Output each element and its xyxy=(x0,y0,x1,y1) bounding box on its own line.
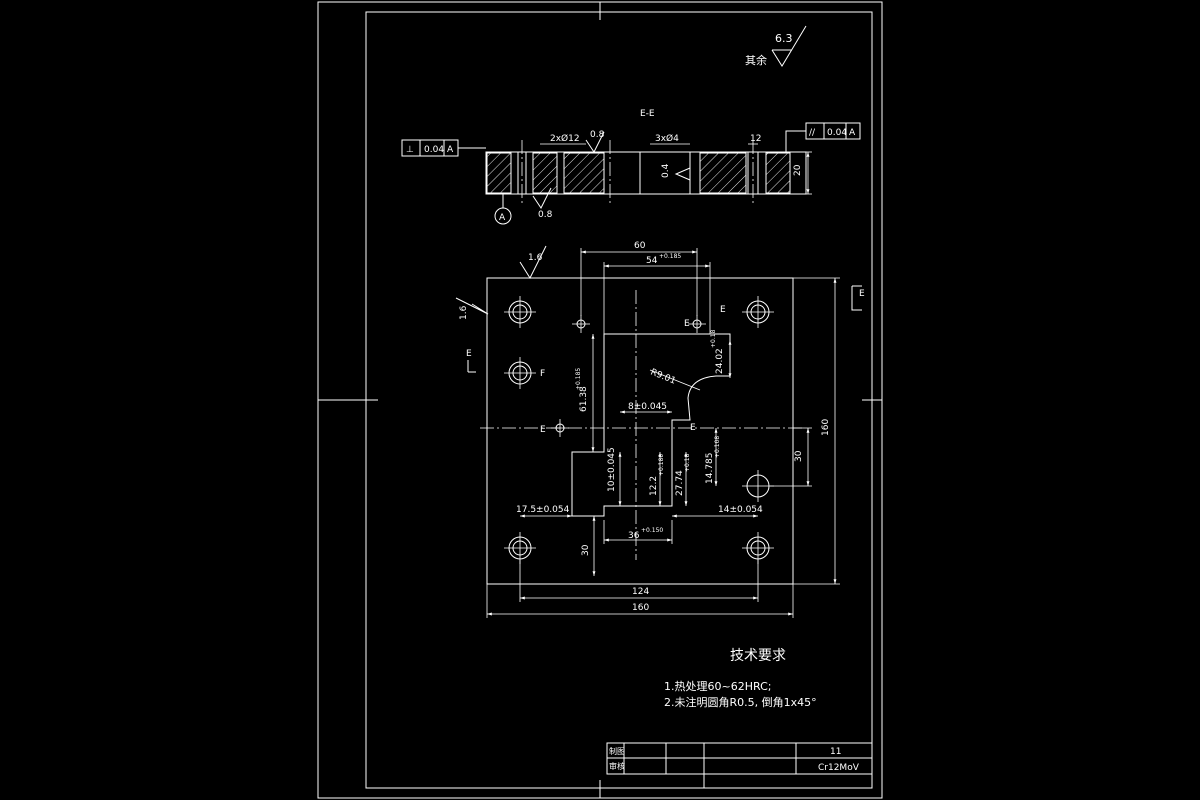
dim-60: 60 xyxy=(634,241,646,251)
datum-a: A xyxy=(494,194,512,225)
dim-54: 54 xyxy=(646,256,658,266)
dim-27-tol: +0.18 xyxy=(684,453,691,472)
outer-border xyxy=(317,1,883,799)
dim-61-tol: +0.185 xyxy=(575,368,582,390)
title-cell-a: 制图 xyxy=(609,746,625,756)
inner-border xyxy=(365,11,873,789)
dim-r9: R9.01 xyxy=(649,368,677,387)
dim-14: 14±0.054 xyxy=(718,505,763,515)
dim-30-right: 30 xyxy=(794,450,804,462)
marker-e-upper: E xyxy=(720,305,726,315)
dim-36: 36 xyxy=(628,531,640,541)
marker-e-right: E xyxy=(859,289,865,299)
tech-requirements: 技术要求 1.热处理60~62HRC; 2.未注明圆角R0.5, 倒角1x45° xyxy=(664,648,817,709)
remaining-finish-value: 6.3 xyxy=(775,32,793,45)
marker-e-left: E xyxy=(466,349,472,359)
tech-item-1: 1.热处理60~62HRC; xyxy=(664,680,771,693)
marker-f: F xyxy=(540,369,545,379)
marker-e-cavity: E xyxy=(690,423,696,433)
tech-item-2: 2.未注明圆角R0.5, 倒角1x45° xyxy=(664,695,817,709)
title-quantity: 11 xyxy=(830,747,841,757)
tech-title: 技术要求 xyxy=(730,648,786,664)
parallelism-frame: // 0.04 A xyxy=(785,122,861,152)
dim-36-tol: +0.150 xyxy=(641,527,663,534)
section-label: E-E xyxy=(640,109,655,119)
mounting-holes xyxy=(504,296,774,564)
perp-symbol: ⊥ xyxy=(406,145,414,155)
section-dim-12: 12 xyxy=(750,134,761,144)
marker-e-center: E xyxy=(540,425,546,435)
title-block: 制图 审核 11 Cr12MoV xyxy=(606,742,873,788)
section-roughness-bottom: 0.8 xyxy=(538,210,553,220)
dim-12-tol: +0.180 xyxy=(658,454,665,476)
perpendicularity-frame: ⊥ 0.04 A xyxy=(401,139,486,157)
perp-value: 0.04 xyxy=(424,145,444,155)
remaining-finish-label: 其余 xyxy=(745,53,767,67)
remaining-finish-symbol: 其余 6.3 xyxy=(745,25,807,67)
dim-24-tol: +0.18 xyxy=(710,329,717,348)
plan-roughness-left: 1.6 xyxy=(459,305,469,320)
dim-160-bottom: 160 xyxy=(632,603,649,613)
section-roughness-side: 0.4 xyxy=(661,163,671,178)
dim-160-right: 160 xyxy=(821,419,831,436)
dim-30-bottom: 30 xyxy=(581,544,591,556)
plate-outline xyxy=(486,277,794,585)
section-markers: E E E E E E F xyxy=(466,285,865,435)
holes-12-label: 2xØ12 xyxy=(550,133,580,144)
dim-24: 24.02 xyxy=(715,348,725,374)
para-symbol: // xyxy=(809,128,816,138)
dim-61: 61.38 xyxy=(579,386,589,412)
title-cell-b: 审核 xyxy=(609,761,625,771)
dim-54-tol: +0.185 xyxy=(659,253,681,260)
section-roughness-top: 0.8 xyxy=(590,130,605,140)
holes-4-label: 3xØ4 xyxy=(655,133,679,144)
plan-roughness-top: 1.6 xyxy=(528,253,543,263)
section-outline xyxy=(485,151,807,195)
dim-27: 27.74 xyxy=(675,470,685,496)
dim-12-2: 12.2 xyxy=(649,476,659,496)
datum-letter: A xyxy=(499,213,506,223)
para-datum: A xyxy=(849,128,856,138)
dim-8: 8±0.045 xyxy=(628,402,667,412)
perp-datum: A xyxy=(447,145,454,155)
para-value: 0.04 xyxy=(827,128,847,138)
section-dim-20: 20 xyxy=(793,164,803,176)
dim-10: 10±0.045 xyxy=(607,447,617,492)
title-material: Cr12MoV xyxy=(818,763,860,773)
dim-14-785-tol: +0.108 xyxy=(714,436,721,458)
dim-17-5: 17.5±0.054 xyxy=(516,505,570,515)
dim-14-785: 14.785 xyxy=(705,453,715,485)
marker-e-pin: E xyxy=(684,319,690,329)
dim-124: 124 xyxy=(632,587,649,597)
